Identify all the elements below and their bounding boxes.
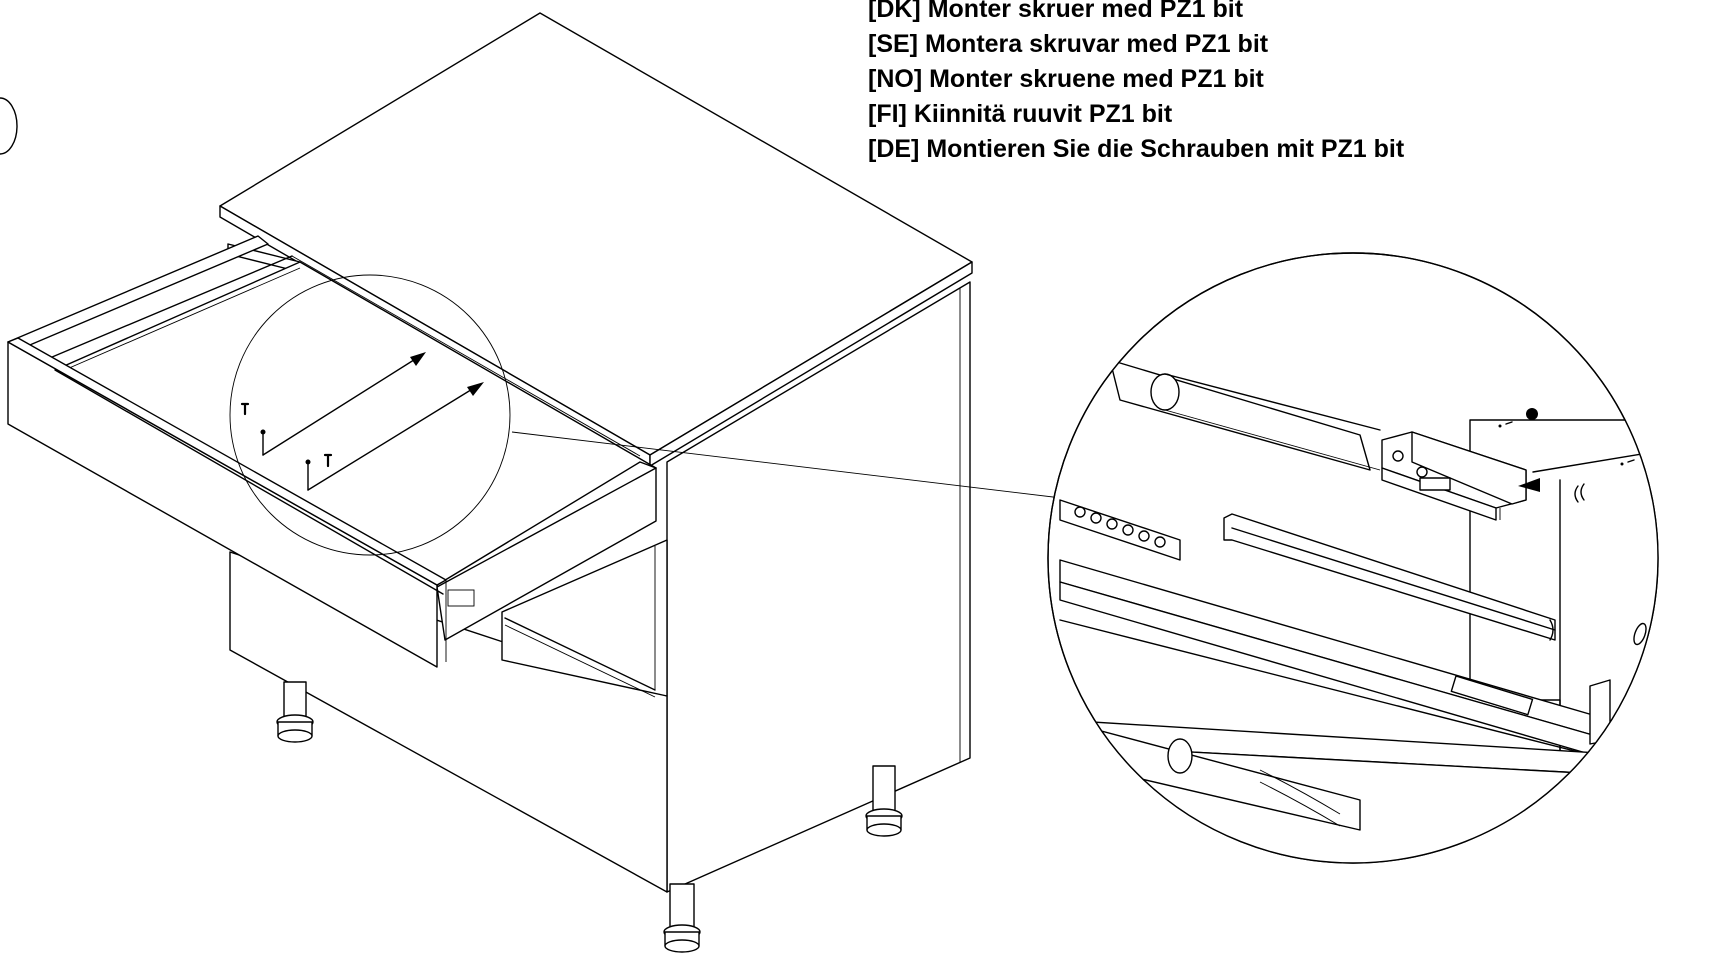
instruction-fi: [FI] Kiinnitä ruuvit PZ1 bit — [868, 100, 1173, 128]
instruction-de: [DE] Montieren Sie die Schrauben mit PZ1… — [868, 135, 1405, 163]
detail-focus-circle — [229, 274, 511, 556]
middle-drawer-front — [501, 539, 668, 697]
instruction-no: [NO] Monter skruene med PZ1 bit — [868, 65, 1264, 93]
instruction-dk: [DK] Monter skruer med PZ1 bit — [868, 0, 1244, 23]
cabinet-leg-back-right — [865, 765, 903, 837]
instruction-se: [SE] Montera skruvar med PZ1 bit — [868, 30, 1269, 58]
screw-markers — [240, 352, 484, 491]
slide-detail-magnifier — [1047, 252, 1659, 864]
cabinet-leg-front-right — [663, 883, 701, 953]
step-marker — [0, 97, 18, 155]
slide-bracket — [1381, 431, 1527, 521]
assembly-instructions: [DK] Monter skruer med PZ1 bit [SE] Mont… — [868, 0, 1404, 167]
cabinet-leg-front-left — [276, 681, 314, 743]
cabinet-illustration — [7, 12, 1079, 953]
